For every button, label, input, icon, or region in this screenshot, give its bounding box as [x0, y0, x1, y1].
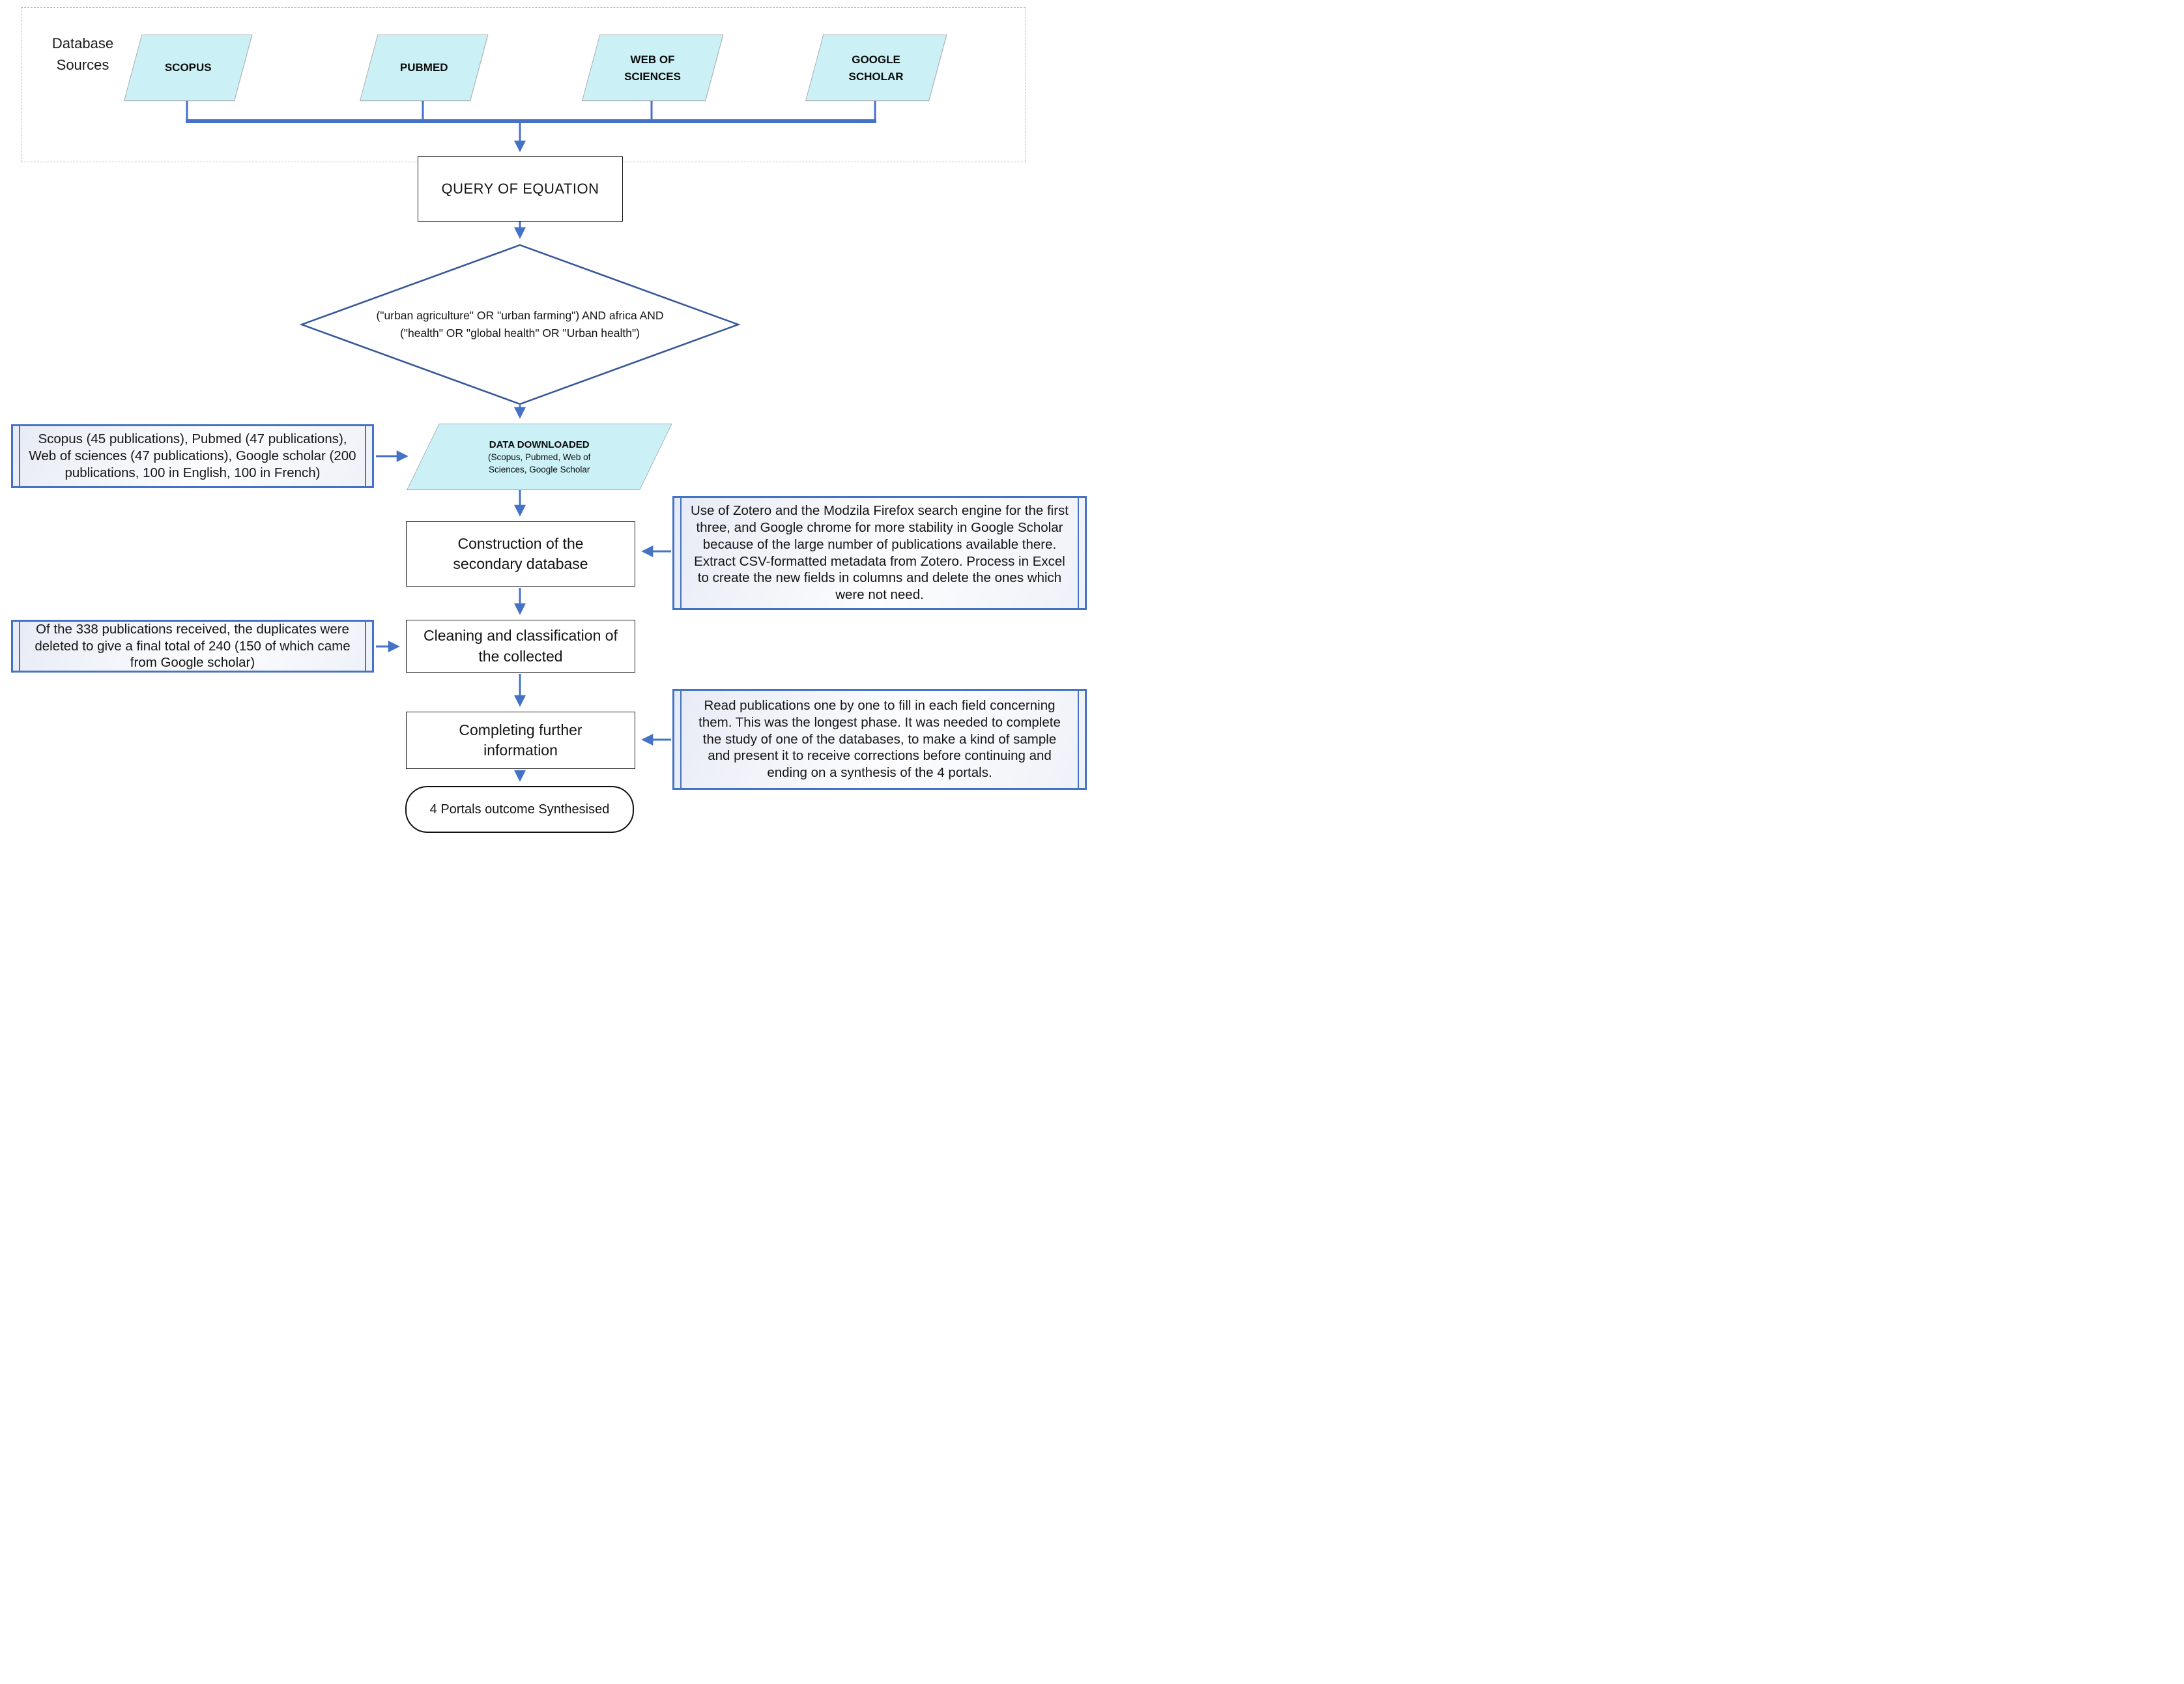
terminal-label: 4 Portals outcome Synthesised [429, 802, 610, 817]
decision-diamond-text: ("urban agriculture" OR "urban farming")… [318, 295, 722, 355]
process-completing-label: Completing further information [459, 721, 582, 759]
flowchart-canvas: Database Sources SCOPUS PUBMED WEB OF SC… [0, 0, 1092, 842]
note-duplicates-text: Of the 338 publications received, the du… [35, 621, 351, 671]
process-construction-box: Construction of the secondary database [406, 521, 635, 587]
process-construction-label: Construction of the secondary database [453, 534, 588, 572]
note-reading-text: Read publications one by one to fill in … [698, 697, 1061, 781]
note-reading-box: Read publications one by one to fill in … [672, 689, 1087, 790]
query-of-equation-label: QUERY OF EQUATION [441, 181, 599, 197]
data-downloaded-subtitle: (Scopus, Pubmed, Web of Sciences, Google… [488, 452, 591, 474]
note-duplicates-box: Of the 338 publications received, the du… [11, 620, 374, 673]
data-downloaded-parallelogram: DATA DOWNLOADED (Scopus, Pubmed, Web of … [407, 424, 672, 490]
source-parallelogram-pubmed: PUBMED [360, 35, 489, 101]
data-downloaded-title: DATA DOWNLOADED [489, 439, 590, 450]
note-zotero-text: Use of Zotero and the Modzila Firefox se… [691, 503, 1069, 603]
source-label-google-scholar: GOOGLE SCHOLAR [848, 53, 904, 83]
source-stub-lines [186, 100, 876, 119]
note-publications-box: Scopus (45 publications), Pubmed (47 pub… [11, 424, 374, 488]
source-label-web-of-sciences: WEB OF SCIENCES [624, 53, 682, 83]
decision-line-1: ("urban agriculture" OR "urban farming")… [376, 308, 664, 322]
decision-line-2: ("health" OR "global health" OR "Urban h… [399, 327, 640, 340]
note-publications-text: Scopus (45 publications), Pubmed (47 pub… [29, 431, 356, 480]
source-label-pubmed: PUBMED [399, 61, 448, 74]
process-completing-box: Completing further information [406, 712, 635, 769]
process-cleaning-box: Cleaning and classification of the colle… [406, 620, 635, 673]
note-zotero-box: Use of Zotero and the Modzila Firefox se… [672, 496, 1087, 610]
terminal-stadium: 4 Portals outcome Synthesised [405, 786, 634, 833]
database-sources-label: Database Sources [51, 35, 114, 73]
source-label-scopus: SCOPUS [164, 61, 212, 74]
decision-diamond [299, 244, 741, 405]
connector-layer [186, 100, 876, 782]
source-parallelogram-web-of-sciences: WEB OF SCIENCES [582, 35, 724, 101]
query-of-equation-box: QUERY OF EQUATION [418, 156, 623, 222]
source-parallelogram-google-scholar: GOOGLE SCHOLAR [805, 35, 947, 101]
process-cleaning-label: Cleaning and classification of the colle… [424, 627, 618, 665]
source-parallelogram-scopus: SCOPUS [124, 35, 253, 101]
